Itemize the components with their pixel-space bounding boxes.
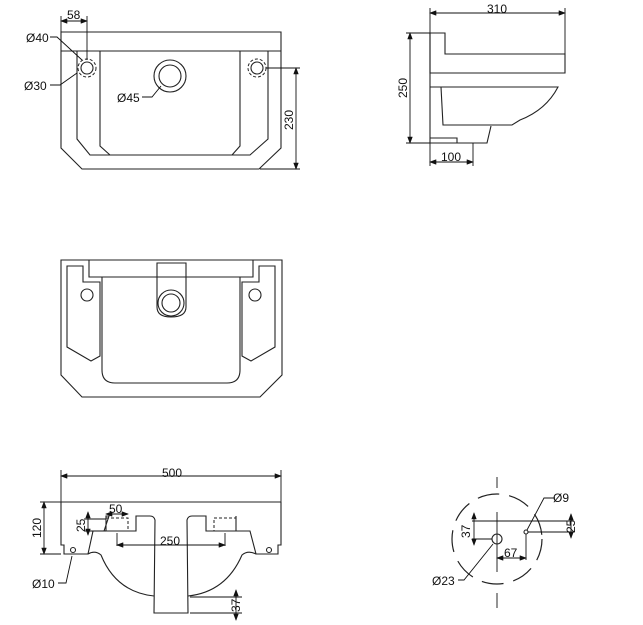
front-section-view: 500 120 50 25 250 Ø10 37 — [30, 466, 282, 621]
dim-depth-230: 230 — [282, 110, 296, 130]
dim-slot-25: 25 — [74, 518, 88, 532]
dim-slot-50: 50 — [109, 502, 123, 516]
dim-drop-37: 37 — [229, 598, 243, 612]
dim-width-500: 500 — [162, 466, 182, 480]
dim-height-120: 120 — [30, 518, 44, 538]
top-view: 58 Ø40 Ø30 Ø45 230 — [24, 8, 300, 170]
label-d40: Ø40 — [26, 31, 49, 45]
underside-view — [60, 259, 283, 398]
label-d23: Ø23 — [432, 574, 455, 588]
label-d45: Ø45 — [117, 91, 140, 105]
fixing-detail-view: 37 25 67 Ø9 Ø23 — [432, 477, 578, 608]
waste-hole — [153, 59, 187, 93]
dim-width-310: 310 — [487, 2, 507, 16]
dim-offset-67: 67 — [504, 546, 518, 560]
label-d30: Ø30 — [24, 79, 47, 93]
side-view: 310 250 100 — [396, 2, 566, 166]
dim-spacing-250: 250 — [160, 534, 180, 548]
label-d10: Ø10 — [32, 577, 55, 591]
label-d9: Ø9 — [553, 491, 569, 505]
dim-height-250: 250 — [396, 78, 410, 98]
dim-hole-offset: 58 — [67, 8, 81, 22]
dim-base-100: 100 — [441, 150, 461, 164]
dim-offset-25: 25 — [564, 519, 578, 533]
dim-offset-37: 37 — [459, 524, 473, 538]
